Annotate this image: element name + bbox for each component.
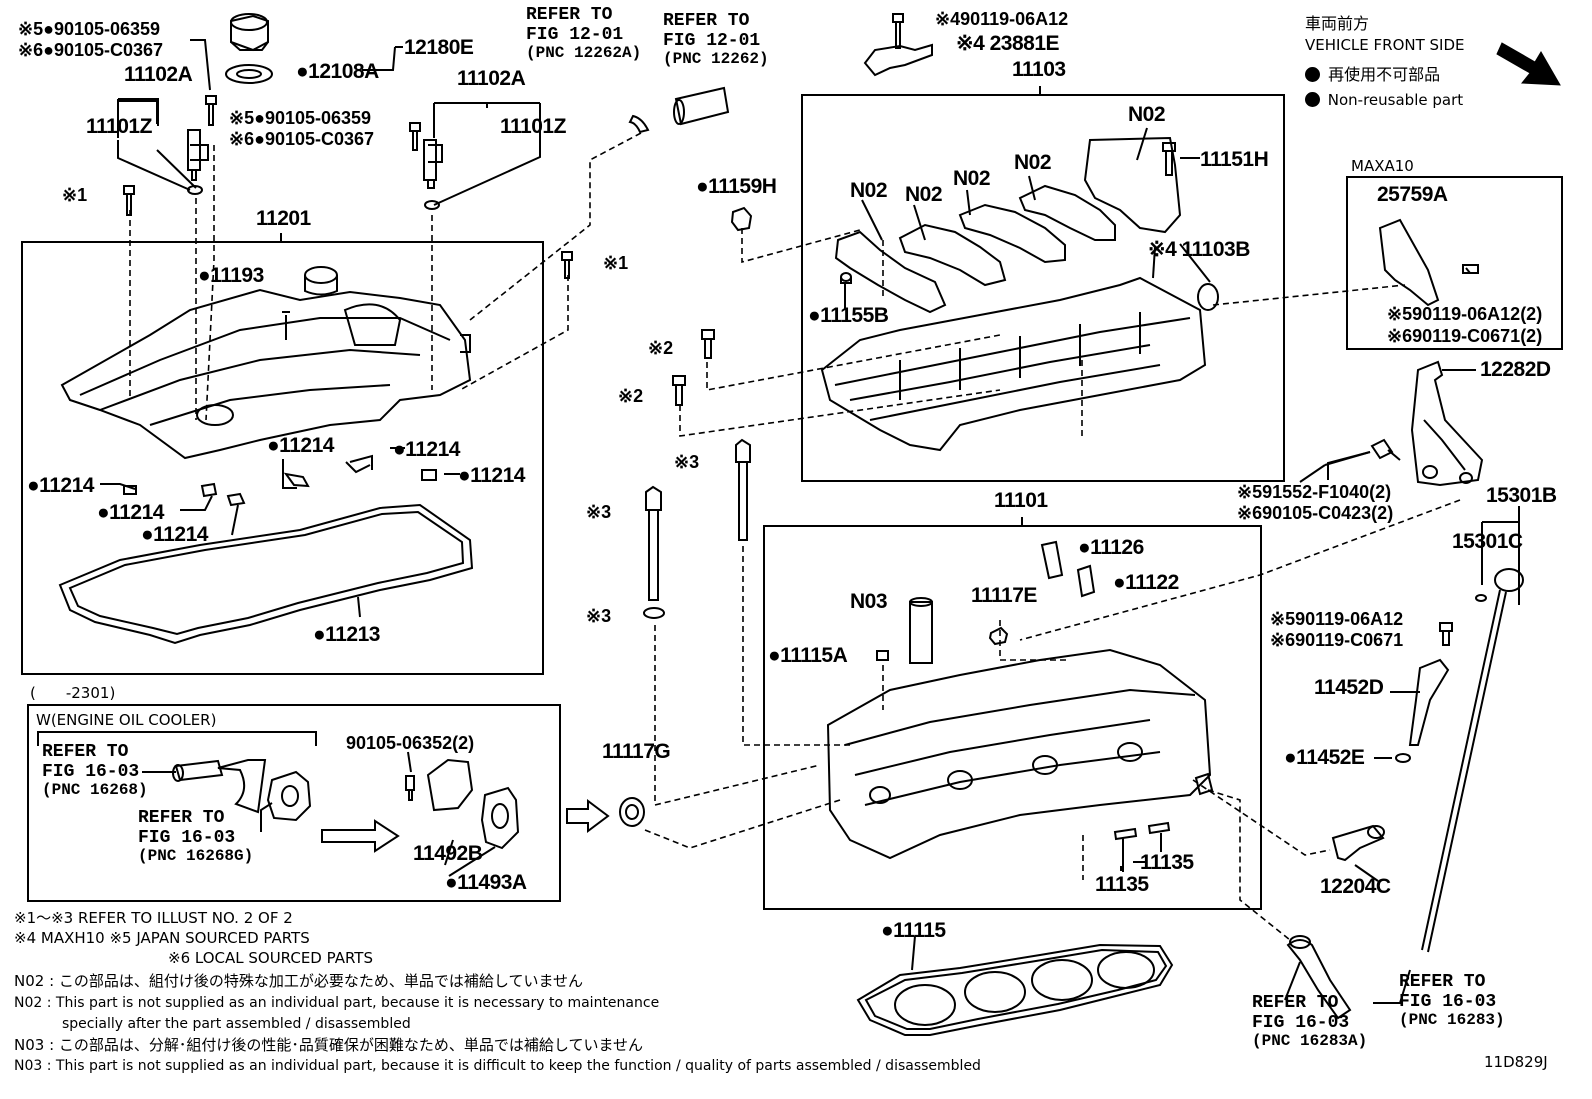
label-90119-06a12[interactable]: ※590119-06A12 [1270, 609, 1404, 629]
label-90119-06a12-2[interactable]: ※590119-06A12(2) [1387, 304, 1543, 324]
frame-11101 [763, 525, 1262, 910]
legend-nonreusable-jp: 再使用不可部品 [1305, 66, 1440, 84]
label-x1-a[interactable]: ※1 [62, 185, 88, 205]
label-diagram-code: 11D829J [1484, 1053, 1548, 1071]
footnote-n03-jp: N03 : この部品は、分解･組付け後の性能･品質確保が困難なため、単品では補給… [14, 1036, 644, 1054]
footnote-maxh10-japan: ※4 MAXH10 ※5 JAPAN SOURCED PARTS [14, 929, 310, 947]
footnote-n02-en: N02 : This part is not supplied as an in… [14, 995, 660, 1011]
label-12180E[interactable]: 12180E [404, 36, 474, 59]
footnote-n02-jp: N02 : この部品は、組付け後の特殊な加工が必要なため、単品では補給していませ… [14, 972, 584, 990]
label-11103[interactable]: 11103 [1012, 58, 1066, 81]
refer-fig-16-03-pnc-16268[interactable]: REFER TO FIG 16-03 (PNC 16268) [42, 742, 148, 799]
label-12204C[interactable]: 12204C [1320, 875, 1391, 898]
label-N02-d[interactable]: N02 [850, 179, 888, 202]
nonreusable-dot-icon [1305, 67, 1320, 82]
label-90105-06359-a[interactable]: ※5●90105-06359 [18, 19, 161, 39]
label-490119-06a12[interactable]: ※490119-06A12 [935, 9, 1069, 29]
label-11214-e[interactable]: ●11214 [97, 501, 164, 524]
label-x1-b[interactable]: ※1 [603, 253, 629, 273]
frame-11103 [801, 94, 1285, 482]
label-11103B[interactable]: ※4 11103B [1148, 238, 1250, 261]
label-11101[interactable]: 11101 [994, 489, 1048, 512]
label-90105-c0367-a[interactable]: ※6●90105-C0367 [18, 40, 164, 60]
oil-cooler-arrow-2 [566, 799, 610, 833]
frame-oil-cooler-inner [37, 731, 317, 746]
label-11115[interactable]: ●11115 [881, 919, 946, 942]
label-11452E[interactable]: ●11452E [1284, 746, 1365, 769]
label-11101Z-left[interactable]: 11101Z [86, 115, 152, 138]
label-11214-b[interactable]: ●11214 [393, 438, 460, 461]
label-11117E[interactable]: 11117E [971, 584, 1037, 607]
label-w-engine-oil-cooler: W(ENGINE OIL COOLER) [36, 711, 217, 729]
legend-vehicle-front-jp: 車両前方 [1305, 14, 1370, 33]
label-N02-e[interactable]: N02 [905, 183, 943, 206]
label-11214-d[interactable]: ●11214 [27, 474, 94, 497]
label-N02-b[interactable]: N02 [1014, 151, 1052, 174]
front-direction-arrow [1496, 42, 1561, 86]
label-91552-f1040-2[interactable]: ※591552-F1040(2) [1237, 482, 1392, 502]
label-11492B[interactable]: 11492B [413, 842, 483, 865]
refer-fig-16-03-pnc-16283a[interactable]: REFER TO FIG 16-03 (PNC 16283A) [1252, 993, 1368, 1050]
refer-fig-16-03-pnc-16268g[interactable]: REFER TO FIG 16-03 (PNC 16268G) [138, 808, 254, 865]
refer-fig-16-03-pnc-16283[interactable]: REFER TO FIG 16-03 (PNC 16283) [1399, 972, 1505, 1029]
label-11102A-right[interactable]: 11102A [457, 67, 526, 90]
label-23881E[interactable]: ※4 23881E [956, 32, 1060, 55]
footnote-n02-en-cont: specially after the part assembled / dis… [62, 1016, 411, 1032]
legend-nonreusable-en: Non-reusable part [1305, 91, 1463, 109]
label-11151H[interactable]: 11151H [1200, 148, 1269, 171]
label-x2-a[interactable]: ※2 [648, 338, 674, 358]
refer-fig-12-01-pnc-12262a[interactable]: REFER TO FIG 12-01 (PNC 12262A) [526, 5, 642, 62]
label-x3-c[interactable]: ※3 [586, 606, 612, 626]
label-11214-a[interactable]: ●11214 [267, 434, 334, 457]
label-11102A-left[interactable]: 11102A [124, 63, 193, 86]
label-90105-c0367-b[interactable]: ※6●90105-C0367 [229, 129, 375, 149]
label-11135-a[interactable]: 11135 [1140, 851, 1194, 874]
label-11126[interactable]: ●11126 [1078, 536, 1144, 559]
label-x2-b[interactable]: ※2 [618, 386, 644, 406]
label-x3-b[interactable]: ※3 [586, 502, 612, 522]
label-11117G[interactable]: 11117G [602, 740, 671, 763]
label-11115A[interactable]: ●11115A [768, 644, 848, 667]
label-12282D[interactable]: 12282D [1480, 358, 1551, 381]
label-N02-c[interactable]: N02 [953, 167, 991, 190]
frame-11201 [21, 241, 544, 675]
label-90119-c0671-2[interactable]: ※690119-C0671(2) [1387, 326, 1543, 346]
footnote-refer-illust: ※1～※3 REFER TO ILLUST NO. 2 OF 2 [14, 909, 293, 927]
label-11159H[interactable]: ●11159H [696, 175, 777, 198]
footnote-local-sourced: ※6 LOCAL SOURCED PARTS [168, 949, 373, 967]
label-90105-06359-b[interactable]: ※5●90105-06359 [229, 108, 372, 128]
legend-vehicle-front-en: VEHICLE FRONT SIDE [1305, 36, 1465, 54]
label-11201[interactable]: 11201 [256, 207, 311, 230]
label-11214-c[interactable]: ●11214 [458, 464, 525, 487]
refer-fig-12-01-pnc-12262[interactable]: REFER TO FIG 12-01 (PNC 12262) [663, 11, 769, 68]
label-11213[interactable]: ●11213 [313, 623, 380, 646]
label-11135-b[interactable]: 11135 [1095, 873, 1149, 896]
label-N02-a[interactable]: N02 [1128, 103, 1166, 126]
label-15301B[interactable]: 15301B [1486, 484, 1557, 507]
label-2301: ( -2301) [30, 684, 116, 702]
label-11214-f[interactable]: ●11214 [141, 523, 208, 546]
label-11101Z-right[interactable]: 11101Z [500, 115, 566, 138]
footnote-n03-en: N03 : This part is not supplied as an in… [14, 1058, 981, 1074]
label-25759A[interactable]: 25759A [1377, 183, 1448, 206]
label-12108A[interactable]: ●12108A [296, 60, 379, 83]
label-90119-c0671[interactable]: ※690119-C0671 [1270, 630, 1404, 650]
label-11452D[interactable]: 11452D [1314, 676, 1384, 699]
label-11193[interactable]: ●11193 [198, 264, 264, 287]
label-90105-c0423-2[interactable]: ※690105-C0423(2) [1237, 503, 1394, 523]
frame-oil-cooler [27, 704, 561, 902]
label-11122[interactable]: ●11122 [1113, 571, 1179, 594]
label-11155B[interactable]: ●11155B [808, 304, 889, 327]
label-N03[interactable]: N03 [850, 590, 888, 613]
label-maxa10: MAXA10 [1351, 157, 1414, 175]
label-15301C[interactable]: 15301C [1452, 530, 1523, 553]
label-x3-a[interactable]: ※3 [674, 452, 700, 472]
frame-maxa10 [1346, 176, 1563, 350]
label-90105-06352-2[interactable]: 90105-06352(2) [346, 733, 475, 753]
nonreusable-dot-icon [1305, 92, 1320, 107]
oil-cooler-arrow-1 [321, 819, 400, 853]
label-11493A[interactable]: ●11493A [445, 871, 527, 894]
